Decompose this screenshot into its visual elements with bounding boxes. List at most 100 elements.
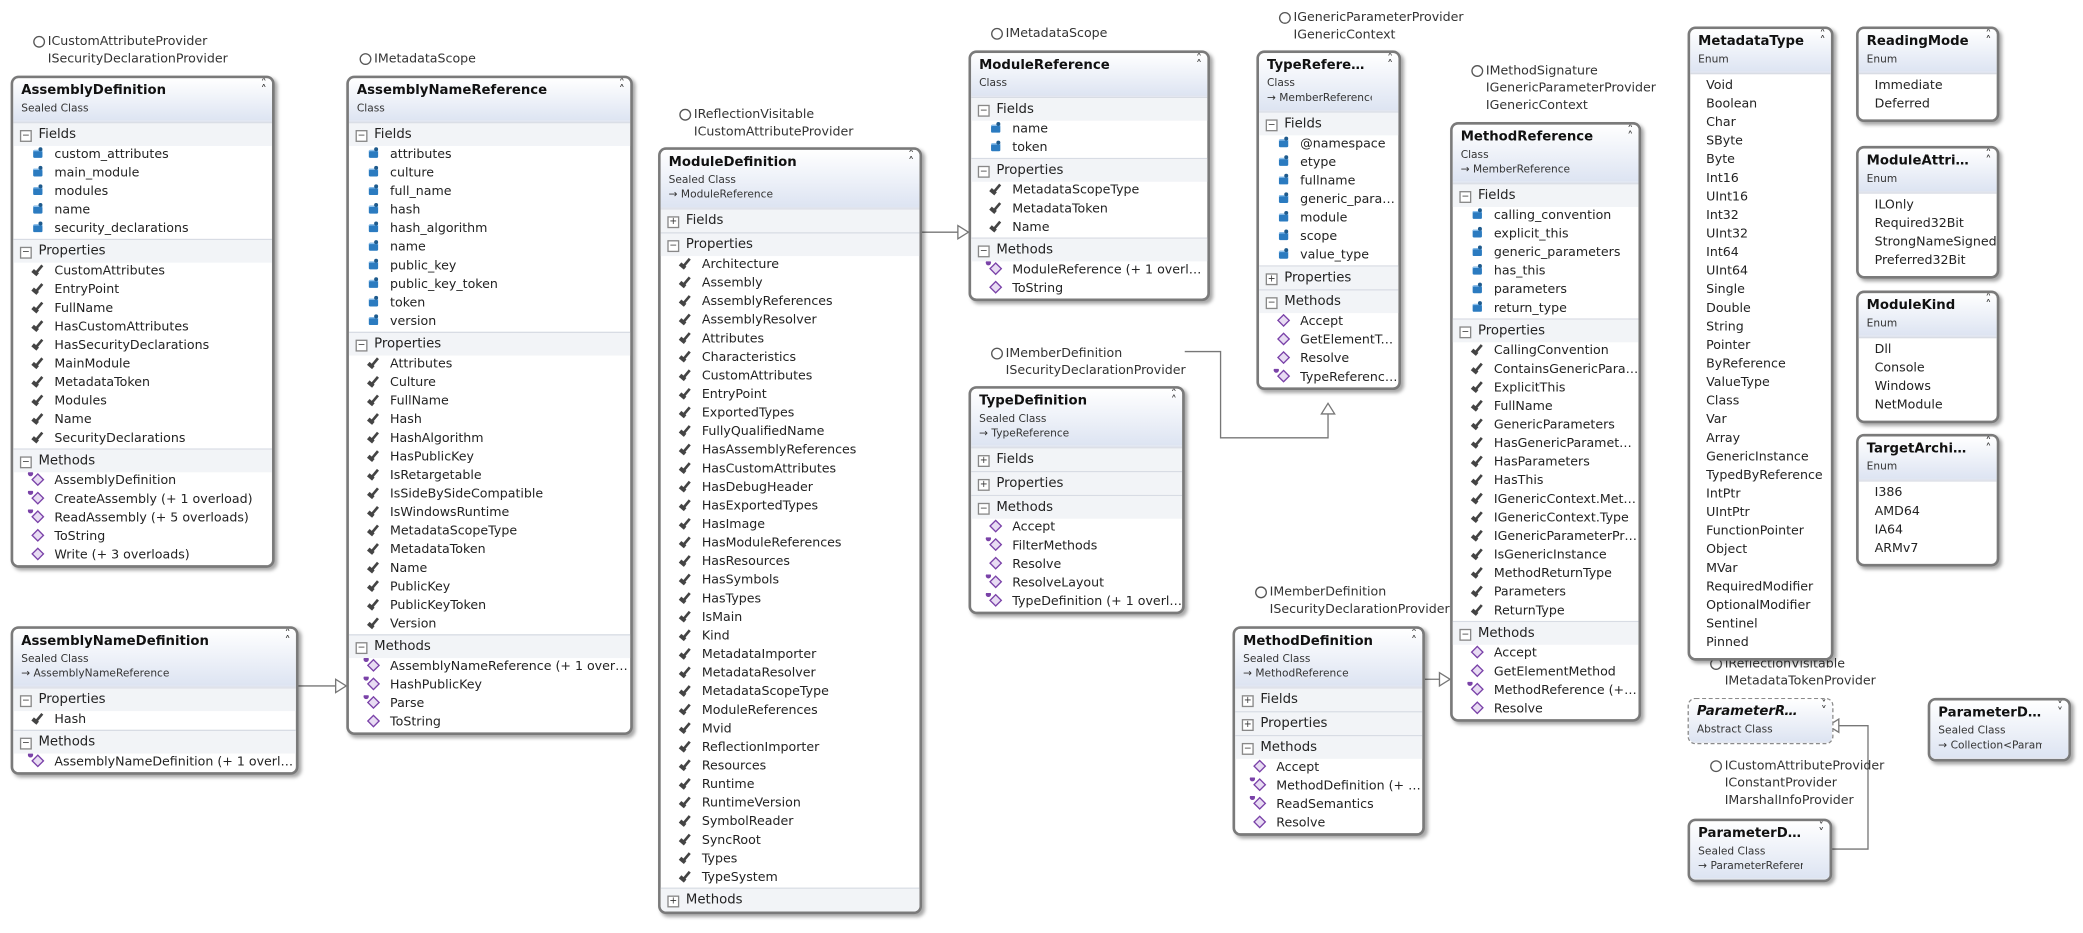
member-properties[interactable]: Hash xyxy=(13,711,296,730)
member-fields[interactable]: culture xyxy=(349,165,630,184)
member-properties[interactable]: EntryPoint xyxy=(13,281,272,300)
member-properties[interactable]: AssemblyResolver xyxy=(661,312,920,331)
member-methods[interactable]: MethodReference (+ 2 o… xyxy=(1453,681,1638,701)
member-properties[interactable]: FullName xyxy=(13,300,272,319)
expand-toggle-icon[interactable]: + xyxy=(1265,273,1278,286)
member-fields[interactable]: modules xyxy=(13,183,272,202)
section-header-methods[interactable]: −Methods xyxy=(971,496,1183,519)
expand-toggle-icon[interactable]: + xyxy=(977,455,990,467)
member-properties[interactable]: MainModule xyxy=(13,356,272,375)
member-properties[interactable]: HasTypes xyxy=(661,590,920,609)
member-properties[interactable]: MetadataResolver xyxy=(661,665,920,684)
member-methods[interactable]: ToString xyxy=(349,714,630,733)
collapse-toggle-icon[interactable]: − xyxy=(977,104,990,117)
collapse-toggle-icon[interactable]: − xyxy=(19,456,32,469)
member-properties[interactable]: MetadataToken xyxy=(349,541,630,560)
section-header-fields[interactable]: +Fields xyxy=(971,448,1183,471)
member-methods[interactable]: CreateAssembly (+ 1 overload) xyxy=(13,490,272,510)
member-properties[interactable]: Hash xyxy=(349,411,630,430)
class-box-parameterdefinition[interactable]: ParameterDefini…Sealed Class→ ParameterR… xyxy=(1687,818,1833,883)
member-fields[interactable]: name xyxy=(971,121,1207,140)
member-properties[interactable]: HasModuleReferences xyxy=(661,535,920,554)
class-header[interactable]: ParameterDefini…Sealed Class→ Collection… xyxy=(1930,700,2069,759)
section-header-properties[interactable]: −Properties xyxy=(1452,319,1639,343)
member-fields[interactable]: version xyxy=(349,313,630,332)
collapse-chevron-icon[interactable]: ˄˄ xyxy=(1410,628,1417,649)
section-header-methods[interactable]: −Methods xyxy=(13,731,296,754)
member-methods[interactable]: Accept xyxy=(1453,645,1639,664)
section-header-methods[interactable]: −Methods xyxy=(13,449,272,473)
section-header-properties[interactable]: −Properties xyxy=(13,688,296,712)
collapse-chevron-icon[interactable]: ˄˄ xyxy=(1196,53,1202,73)
collapse-toggle-icon[interactable]: − xyxy=(977,165,990,178)
member-properties[interactable]: ContainsGenericParamet… xyxy=(1453,361,1639,380)
collapse-chevron-icon[interactable]: ˄˄ xyxy=(1985,148,1992,169)
expand-chevron-icon[interactable]: ˅˅ xyxy=(1818,821,1825,842)
member-properties[interactable]: ModuleReferences xyxy=(661,702,920,721)
member-properties[interactable]: IsGenericInstance xyxy=(1453,547,1639,566)
member-properties[interactable]: IsWindowsRuntime xyxy=(349,504,630,523)
member-properties[interactable]: MetadataToken xyxy=(13,374,272,393)
member-properties[interactable]: PublicKey xyxy=(349,578,630,597)
member-methods[interactable]: ModuleReference (+ 1 overload) xyxy=(971,261,1207,280)
collapse-chevron-icon[interactable]: ˄˄ xyxy=(618,78,625,99)
member-properties[interactable]: GenericParameters xyxy=(1453,417,1639,436)
expand-toggle-icon[interactable]: + xyxy=(667,216,680,229)
class-header[interactable]: ModuleAttributesEnum˄˄ xyxy=(1858,148,1997,193)
collapse-toggle-icon[interactable]: − xyxy=(1241,742,1254,755)
member-methods[interactable]: Parse xyxy=(349,695,630,714)
member-properties[interactable]: Name xyxy=(13,411,272,430)
member-properties[interactable]: ReflectionImporter xyxy=(661,739,920,758)
member-fields[interactable]: calling_convention xyxy=(1453,207,1639,226)
class-header[interactable]: ParameterDefini…Sealed Class→ ParameterR… xyxy=(1690,821,1830,880)
member-properties[interactable]: MetadataScopeType xyxy=(349,523,630,542)
member-properties[interactable]: HasAssemblyReferences xyxy=(661,442,920,461)
member-properties[interactable]: HasCustomAttributes xyxy=(13,318,272,337)
member-methods[interactable]: ResolveLayout xyxy=(971,574,1182,593)
collapse-toggle-icon[interactable]: − xyxy=(19,695,32,708)
member-properties[interactable]: RuntimeVersion xyxy=(661,795,920,814)
member-properties[interactable]: HasThis xyxy=(1453,472,1639,491)
member-properties[interactable]: HashAlgorithm xyxy=(349,430,630,449)
member-properties[interactable]: MetadataImporter xyxy=(661,646,920,665)
section-header-methods[interactable]: −Methods xyxy=(1259,290,1399,314)
expand-toggle-icon[interactable]: + xyxy=(977,478,990,491)
section-header-properties[interactable]: −Properties xyxy=(13,240,272,263)
member-fields[interactable]: name xyxy=(13,202,272,221)
member-methods[interactable]: TypeReference… xyxy=(1259,368,1398,388)
member-properties[interactable]: Assembly xyxy=(661,275,920,294)
member-methods[interactable]: GetElementMethod xyxy=(1453,663,1639,682)
member-fields[interactable]: parameters xyxy=(1453,281,1639,300)
member-methods[interactable]: MethodDefinition (+ 1 o… xyxy=(1235,777,1422,796)
member-properties[interactable]: MethodReturnType xyxy=(1453,565,1639,584)
member-methods[interactable]: Accept xyxy=(1259,313,1398,332)
expand-chevron-icon[interactable]: ˅˅ xyxy=(2057,700,2064,721)
member-properties[interactable]: HasImage xyxy=(661,516,920,535)
member-properties[interactable]: ExplicitThis xyxy=(1453,379,1639,398)
member-methods[interactable]: Resolve xyxy=(1259,350,1398,369)
member-properties[interactable]: SymbolReader xyxy=(661,813,920,832)
member-fields[interactable]: public_key xyxy=(349,257,630,276)
member-methods[interactable]: FilterMethods xyxy=(971,537,1182,556)
collapse-toggle-icon[interactable]: − xyxy=(667,240,680,253)
member-fields[interactable]: fullname xyxy=(1259,172,1398,191)
class-box-moduleattributes[interactable]: ModuleAttributesEnum˄˄ILOnlyRequired32Bi… xyxy=(1856,145,2000,279)
member-methods[interactable]: Write (+ 3 overloads) xyxy=(13,547,272,566)
member-properties[interactable]: Attributes xyxy=(349,356,630,375)
member-properties[interactable]: SyncRoot xyxy=(661,832,920,851)
member-properties[interactable]: Kind xyxy=(661,628,920,647)
member-fields[interactable]: hash xyxy=(349,202,630,221)
member-properties[interactable]: Name xyxy=(349,560,630,579)
member-properties[interactable]: Parameters xyxy=(1453,584,1639,603)
member-properties[interactable]: HasResources xyxy=(661,553,920,572)
